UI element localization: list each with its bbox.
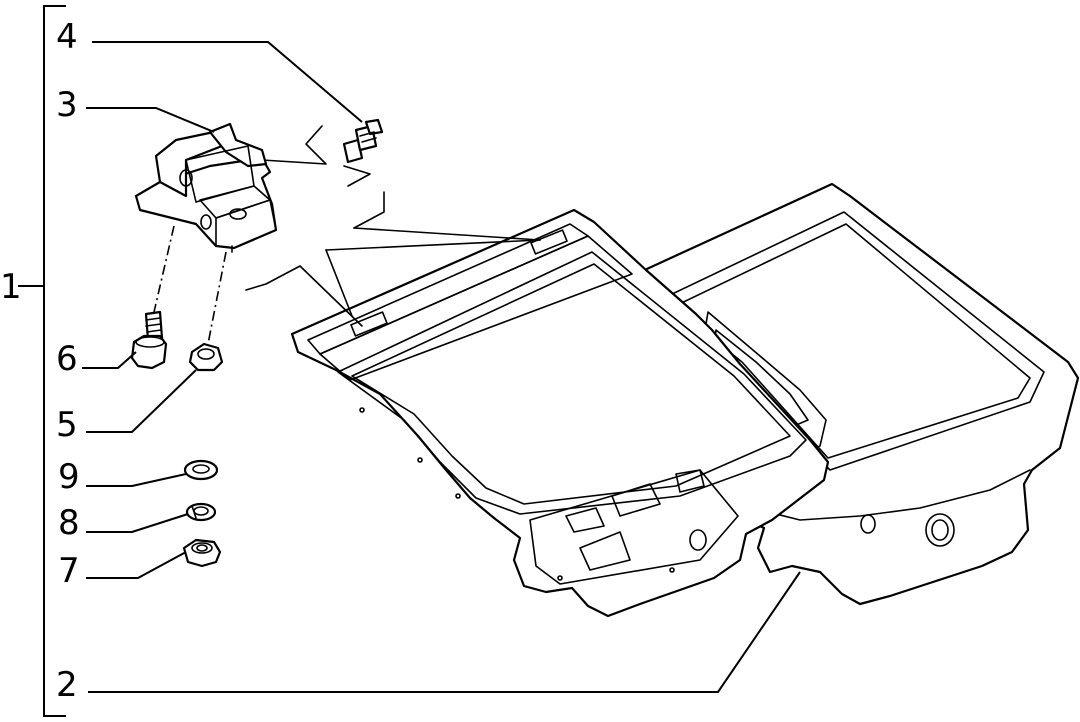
bolt: [130, 310, 168, 370]
callout-7: 7: [58, 551, 80, 591]
assembly-bracket: [18, 5, 66, 717]
callouts: 1 4 3 6 5 9 8 7 2: [0, 17, 80, 705]
spring-washer: [185, 502, 217, 522]
leader-9: [86, 473, 187, 487]
callout-9: 9: [58, 457, 80, 497]
leader-lines: [82, 41, 801, 693]
bolt-axis-line: [153, 225, 175, 313]
callout-8: 8: [58, 503, 80, 543]
hinge-location-lines: [245, 125, 541, 327]
nut: [188, 342, 224, 372]
tailgate-panel-inner: [290, 208, 830, 618]
nut-axis-line: [207, 251, 227, 345]
leader-6: [82, 351, 137, 369]
callout-5: 5: [56, 405, 78, 445]
flat-washer: [183, 459, 219, 481]
leader-3: [86, 107, 215, 133]
locknut: [182, 538, 222, 568]
leader-4: [92, 41, 363, 123]
callout-3: 3: [56, 85, 78, 125]
leader-2: [88, 571, 801, 693]
leader-5: [86, 369, 197, 433]
leader-8: [86, 513, 189, 533]
leader-7: [86, 551, 187, 579]
callout-4: 4: [56, 17, 78, 57]
callout-1: 1: [0, 267, 22, 307]
callout-6: 6: [56, 339, 78, 379]
callout-2: 2: [56, 665, 78, 705]
stud: [342, 118, 384, 164]
hinge: [134, 122, 278, 253]
